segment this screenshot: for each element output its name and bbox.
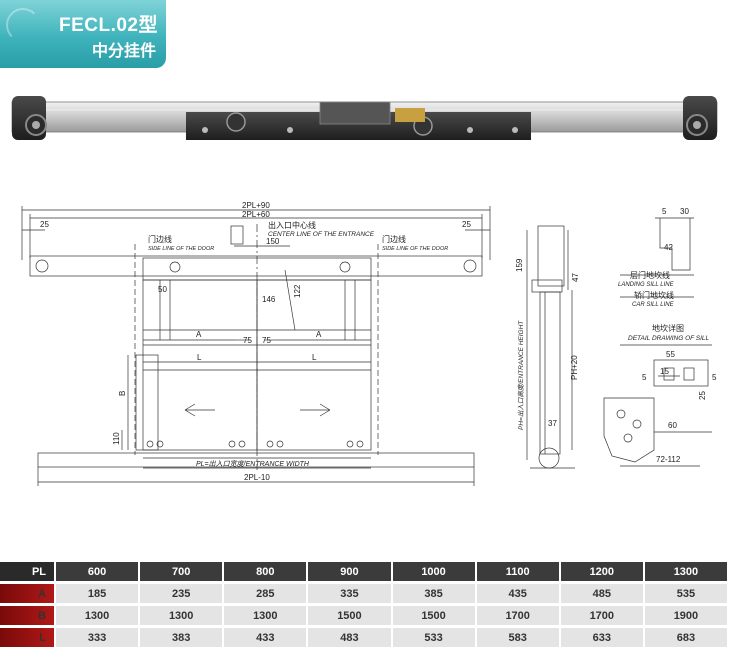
door-side-right-cn: 门边线	[382, 234, 406, 244]
dim-l-right: L	[312, 353, 317, 362]
dim-2pl60: 2PL+60	[242, 210, 270, 219]
right-end-bracket	[683, 96, 717, 140]
table-cell: 383	[139, 628, 225, 647]
table-cell: 335	[307, 584, 393, 603]
col-header: 1000	[391, 562, 477, 581]
table-cell: 333	[55, 628, 141, 647]
dim-25-right: 25	[462, 220, 471, 229]
table-cell: 1300	[223, 606, 309, 625]
spec-table: PL 600 700 800 900 1000 1100 1200 1300 A…	[0, 562, 729, 647]
dim-72-112: 72-112	[656, 455, 681, 464]
table-cell: 533	[391, 628, 477, 647]
header-label: PL	[0, 562, 56, 581]
table-cell: 483	[307, 628, 393, 647]
dim-42: 42	[664, 243, 673, 252]
col-header: 800	[223, 562, 309, 581]
dim-2pl10: 2PL-10	[244, 473, 270, 482]
hanger-plate	[186, 101, 531, 140]
dim-30: 30	[680, 207, 689, 216]
dim-5c: 5	[712, 373, 717, 382]
dim-5: 5	[662, 207, 667, 216]
table-cell: 583	[475, 628, 561, 647]
center-line-en: CENTER LINE OF THE ENTRANCE	[268, 231, 375, 238]
dim-15: 15	[660, 367, 669, 376]
table-cell: 435	[475, 584, 561, 603]
product-render	[11, 96, 718, 140]
table-cell: 683	[643, 628, 729, 647]
dim-37: 37	[548, 419, 557, 428]
col-header: 1100	[475, 562, 561, 581]
dim-ph20: PH+20	[570, 355, 579, 380]
table-cell: 1500	[307, 606, 393, 625]
dim-75-right: 75	[262, 336, 271, 345]
entrance-width: PL=出入口宽度/ENTRANCE WIDTH	[196, 460, 310, 468]
table-cell: 1700	[475, 606, 561, 625]
row-label: B	[0, 606, 56, 625]
dim-a-left: A	[196, 330, 202, 339]
dim-a-right: A	[316, 330, 322, 339]
dim-122: 122	[293, 284, 302, 298]
dim-25-sill: 25	[698, 391, 707, 400]
dim-l-left: L	[197, 353, 202, 362]
dim-55: 55	[666, 350, 675, 359]
dim-b: B	[118, 391, 127, 396]
table-cell: 235	[139, 584, 225, 603]
spec-table-header-row: PL 600 700 800 900 1000 1100 1200 1300	[0, 562, 729, 581]
table-cell: 485	[559, 584, 645, 603]
title-badge: FECL.02型 中分挂件	[0, 0, 166, 68]
dim-2pl90: 2PL+90	[242, 201, 270, 210]
center-line-cn: 出入口中心线	[268, 220, 316, 230]
table-row-b: B 1300 1300 1300 1500 1500 1700 1700 190…	[0, 606, 729, 625]
dim-146: 146	[262, 295, 276, 304]
landing-sill-en: LANDING SILL LINE	[618, 282, 675, 288]
table-cell: 1900	[643, 606, 729, 625]
table-cell: 1700	[559, 606, 645, 625]
technical-drawing: 2PL+90 2PL+60 25 25 出入口中心线 CENTER LINE O…	[21, 201, 717, 486]
col-header: 900	[307, 562, 393, 581]
dim-60: 60	[668, 421, 677, 430]
sill-detail-en: DETAIL DRAWING OF SILL	[628, 335, 710, 342]
table-cell: 535	[643, 584, 729, 603]
door-side-left-cn: 门边线	[148, 234, 172, 244]
table-cell: 385	[391, 584, 477, 603]
col-header: 700	[139, 562, 225, 581]
dim-50: 50	[158, 285, 167, 294]
table-cell: 1300	[55, 606, 141, 625]
door-side-right-en: SIDE LINE OF THE DOOR	[382, 246, 448, 252]
model-subtitle: 中分挂件	[91, 43, 156, 60]
door-side-left-en: SIDE LINE OF THE DOOR	[148, 246, 214, 252]
dim-75-left: 75	[243, 336, 252, 345]
dim-110: 110	[112, 432, 121, 445]
table-row-l: L 333 383 433 483 533 583 633 683	[0, 628, 729, 647]
col-header: 1200	[559, 562, 645, 581]
entrance-height: PH=出入口高度/ENTRANCE HEIGHT	[517, 320, 525, 430]
dim-150: 150	[266, 237, 280, 246]
dim-47: 47	[571, 273, 580, 282]
table-cell: 285	[223, 584, 309, 603]
col-header: 600	[55, 562, 141, 581]
left-end-bracket	[12, 96, 47, 140]
dim-25-left: 25	[40, 220, 49, 229]
table-cell: 433	[223, 628, 309, 647]
dim-5b: 5	[642, 373, 647, 382]
table-cell: 633	[559, 628, 645, 647]
table-row-a: A 185 235 285 335 385 435 485 535	[0, 584, 729, 603]
badge-swirl-decoration	[6, 8, 40, 42]
car-sill-cn: 轿门地坎线	[634, 290, 674, 300]
table-cell: 1500	[391, 606, 477, 625]
row-label: L	[0, 628, 56, 647]
row-label: A	[0, 584, 56, 603]
model-title: FECL.02型	[58, 15, 158, 36]
sill-detail-cn: 地坎详图	[652, 323, 684, 333]
table-cell: 1300	[139, 606, 225, 625]
dim-159: 159	[515, 258, 524, 272]
table-cell: 185	[55, 584, 141, 603]
car-sill-en: CAR SILL LINE	[632, 302, 675, 308]
col-header: 1300	[643, 562, 729, 581]
landing-sill-cn: 层门地坎线	[630, 270, 670, 280]
